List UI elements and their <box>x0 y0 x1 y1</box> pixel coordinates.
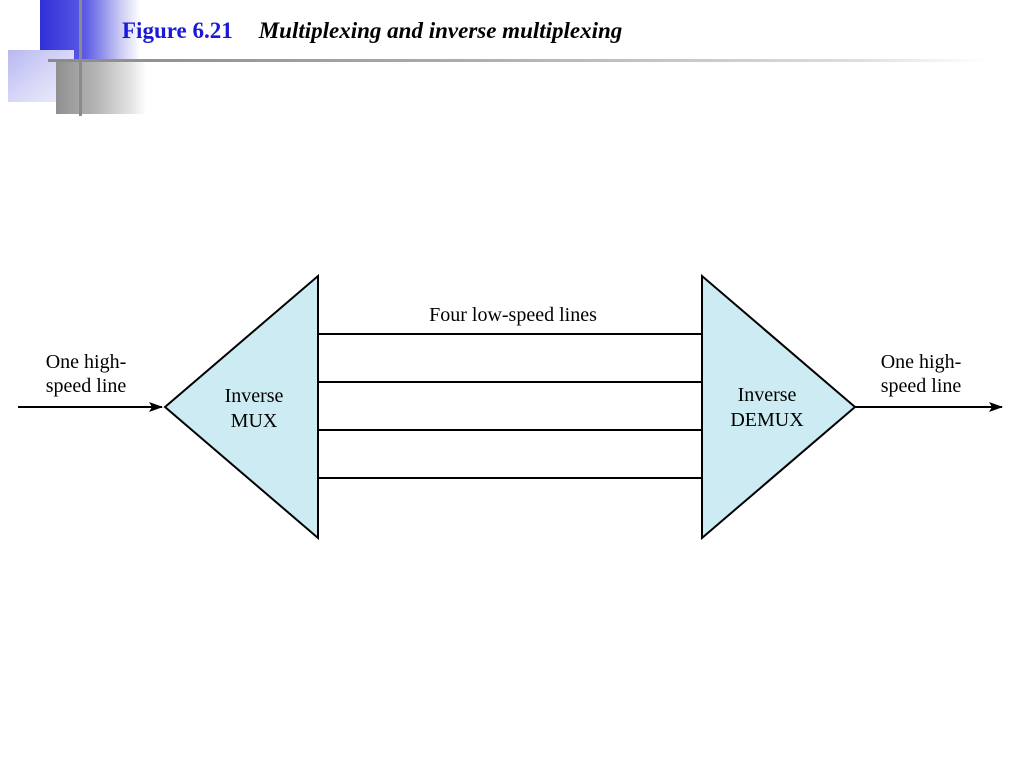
output-label-line-1: One high- <box>881 351 962 373</box>
figure-title: Multiplexing and inverse multiplexing <box>258 18 623 43</box>
header-decoration-horizontal-rule <box>48 59 988 62</box>
input-label-line-1: One high- <box>46 351 127 373</box>
header-decoration-gray-block <box>56 60 146 114</box>
output-label-line-2: speed line <box>881 375 962 397</box>
header-decoration-vertical-rule <box>79 0 82 116</box>
figure-label: Figure 6.21 <box>122 18 233 43</box>
mux-label-line-2: MUX <box>231 410 278 432</box>
mux-label-line-1: Inverse <box>225 385 284 407</box>
demux-label-line-2: DEMUX <box>730 409 804 431</box>
inverse-demux-device <box>701 273 857 541</box>
low-speed-lines-label: Four low-speed lines <box>429 304 597 326</box>
input-label-line-2: speed line <box>46 375 127 397</box>
slide-title: Figure 6.21 Multiplexing and inverse mult… <box>122 16 622 46</box>
inverse-mux-device <box>163 273 319 541</box>
demux-label-line-1: Inverse <box>738 384 797 406</box>
